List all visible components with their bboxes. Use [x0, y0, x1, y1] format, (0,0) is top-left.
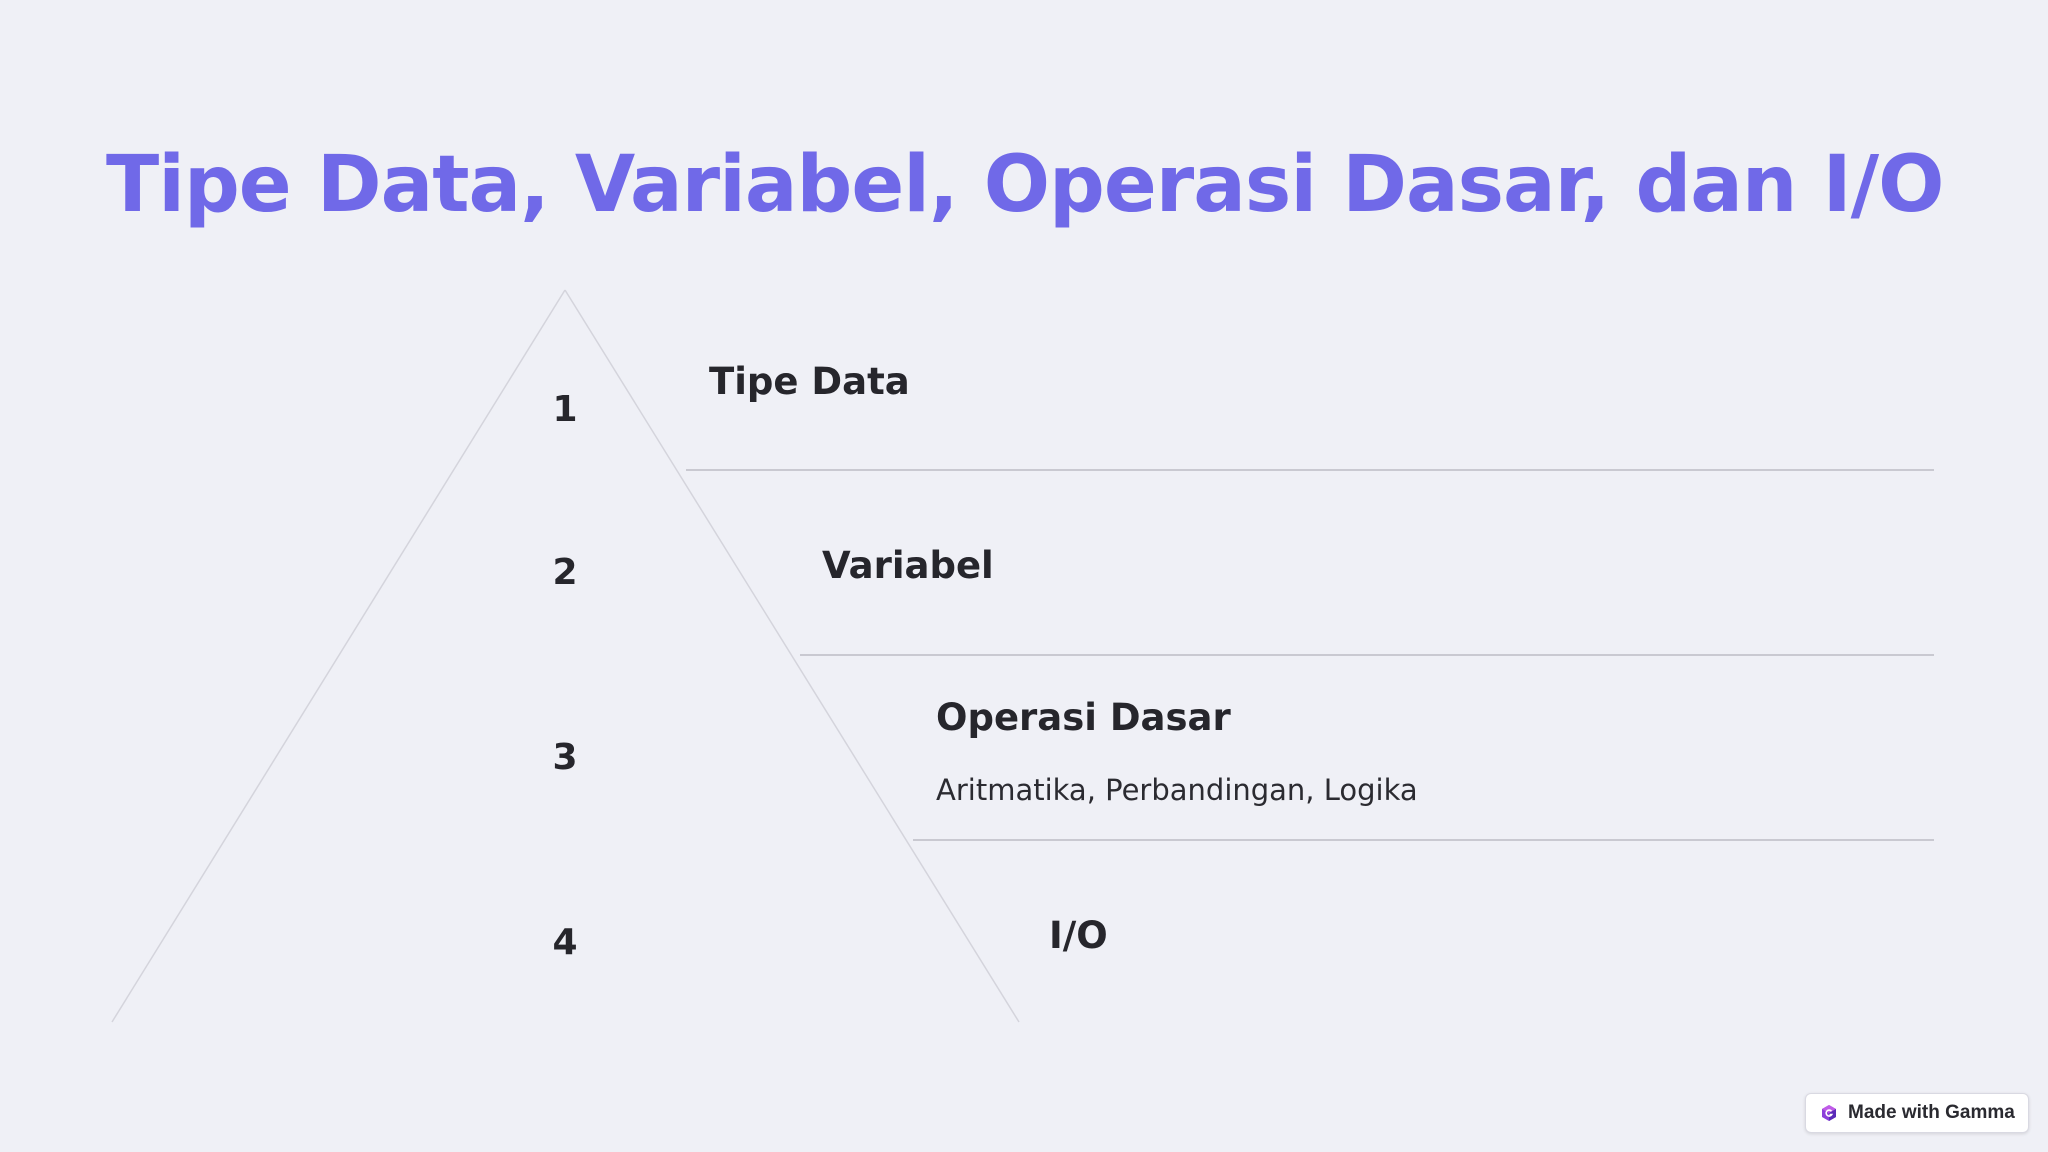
- level-description-operasi-dasar: Aritmatika, Perbandingan, Logika: [936, 773, 1418, 807]
- gamma-logo-icon: [1822, 1105, 1836, 1121]
- level-number-4: 4: [552, 922, 578, 963]
- level-number-3: 3: [552, 737, 578, 778]
- slide-title: Tipe Data, Variabel, Operasi Dasar, dan …: [106, 140, 1944, 230]
- level-label-variabel: Variabel: [822, 544, 994, 587]
- made-with-gamma-badge[interactable]: Made with Gamma: [1805, 1093, 2029, 1133]
- level-label-io: I/O: [1049, 914, 1108, 957]
- level-number-1: 1: [552, 389, 578, 430]
- level-label-operasi-dasar: Operasi Dasar: [936, 696, 1231, 739]
- pyramid-right-edge: [564, 289, 1020, 1023]
- badge-label: Made with Gamma: [1848, 1102, 2015, 1123]
- level-number-2: 2: [552, 552, 578, 593]
- pyramid-left-edge: [111, 289, 566, 1023]
- level-label-tipe-data: Tipe Data: [709, 360, 910, 403]
